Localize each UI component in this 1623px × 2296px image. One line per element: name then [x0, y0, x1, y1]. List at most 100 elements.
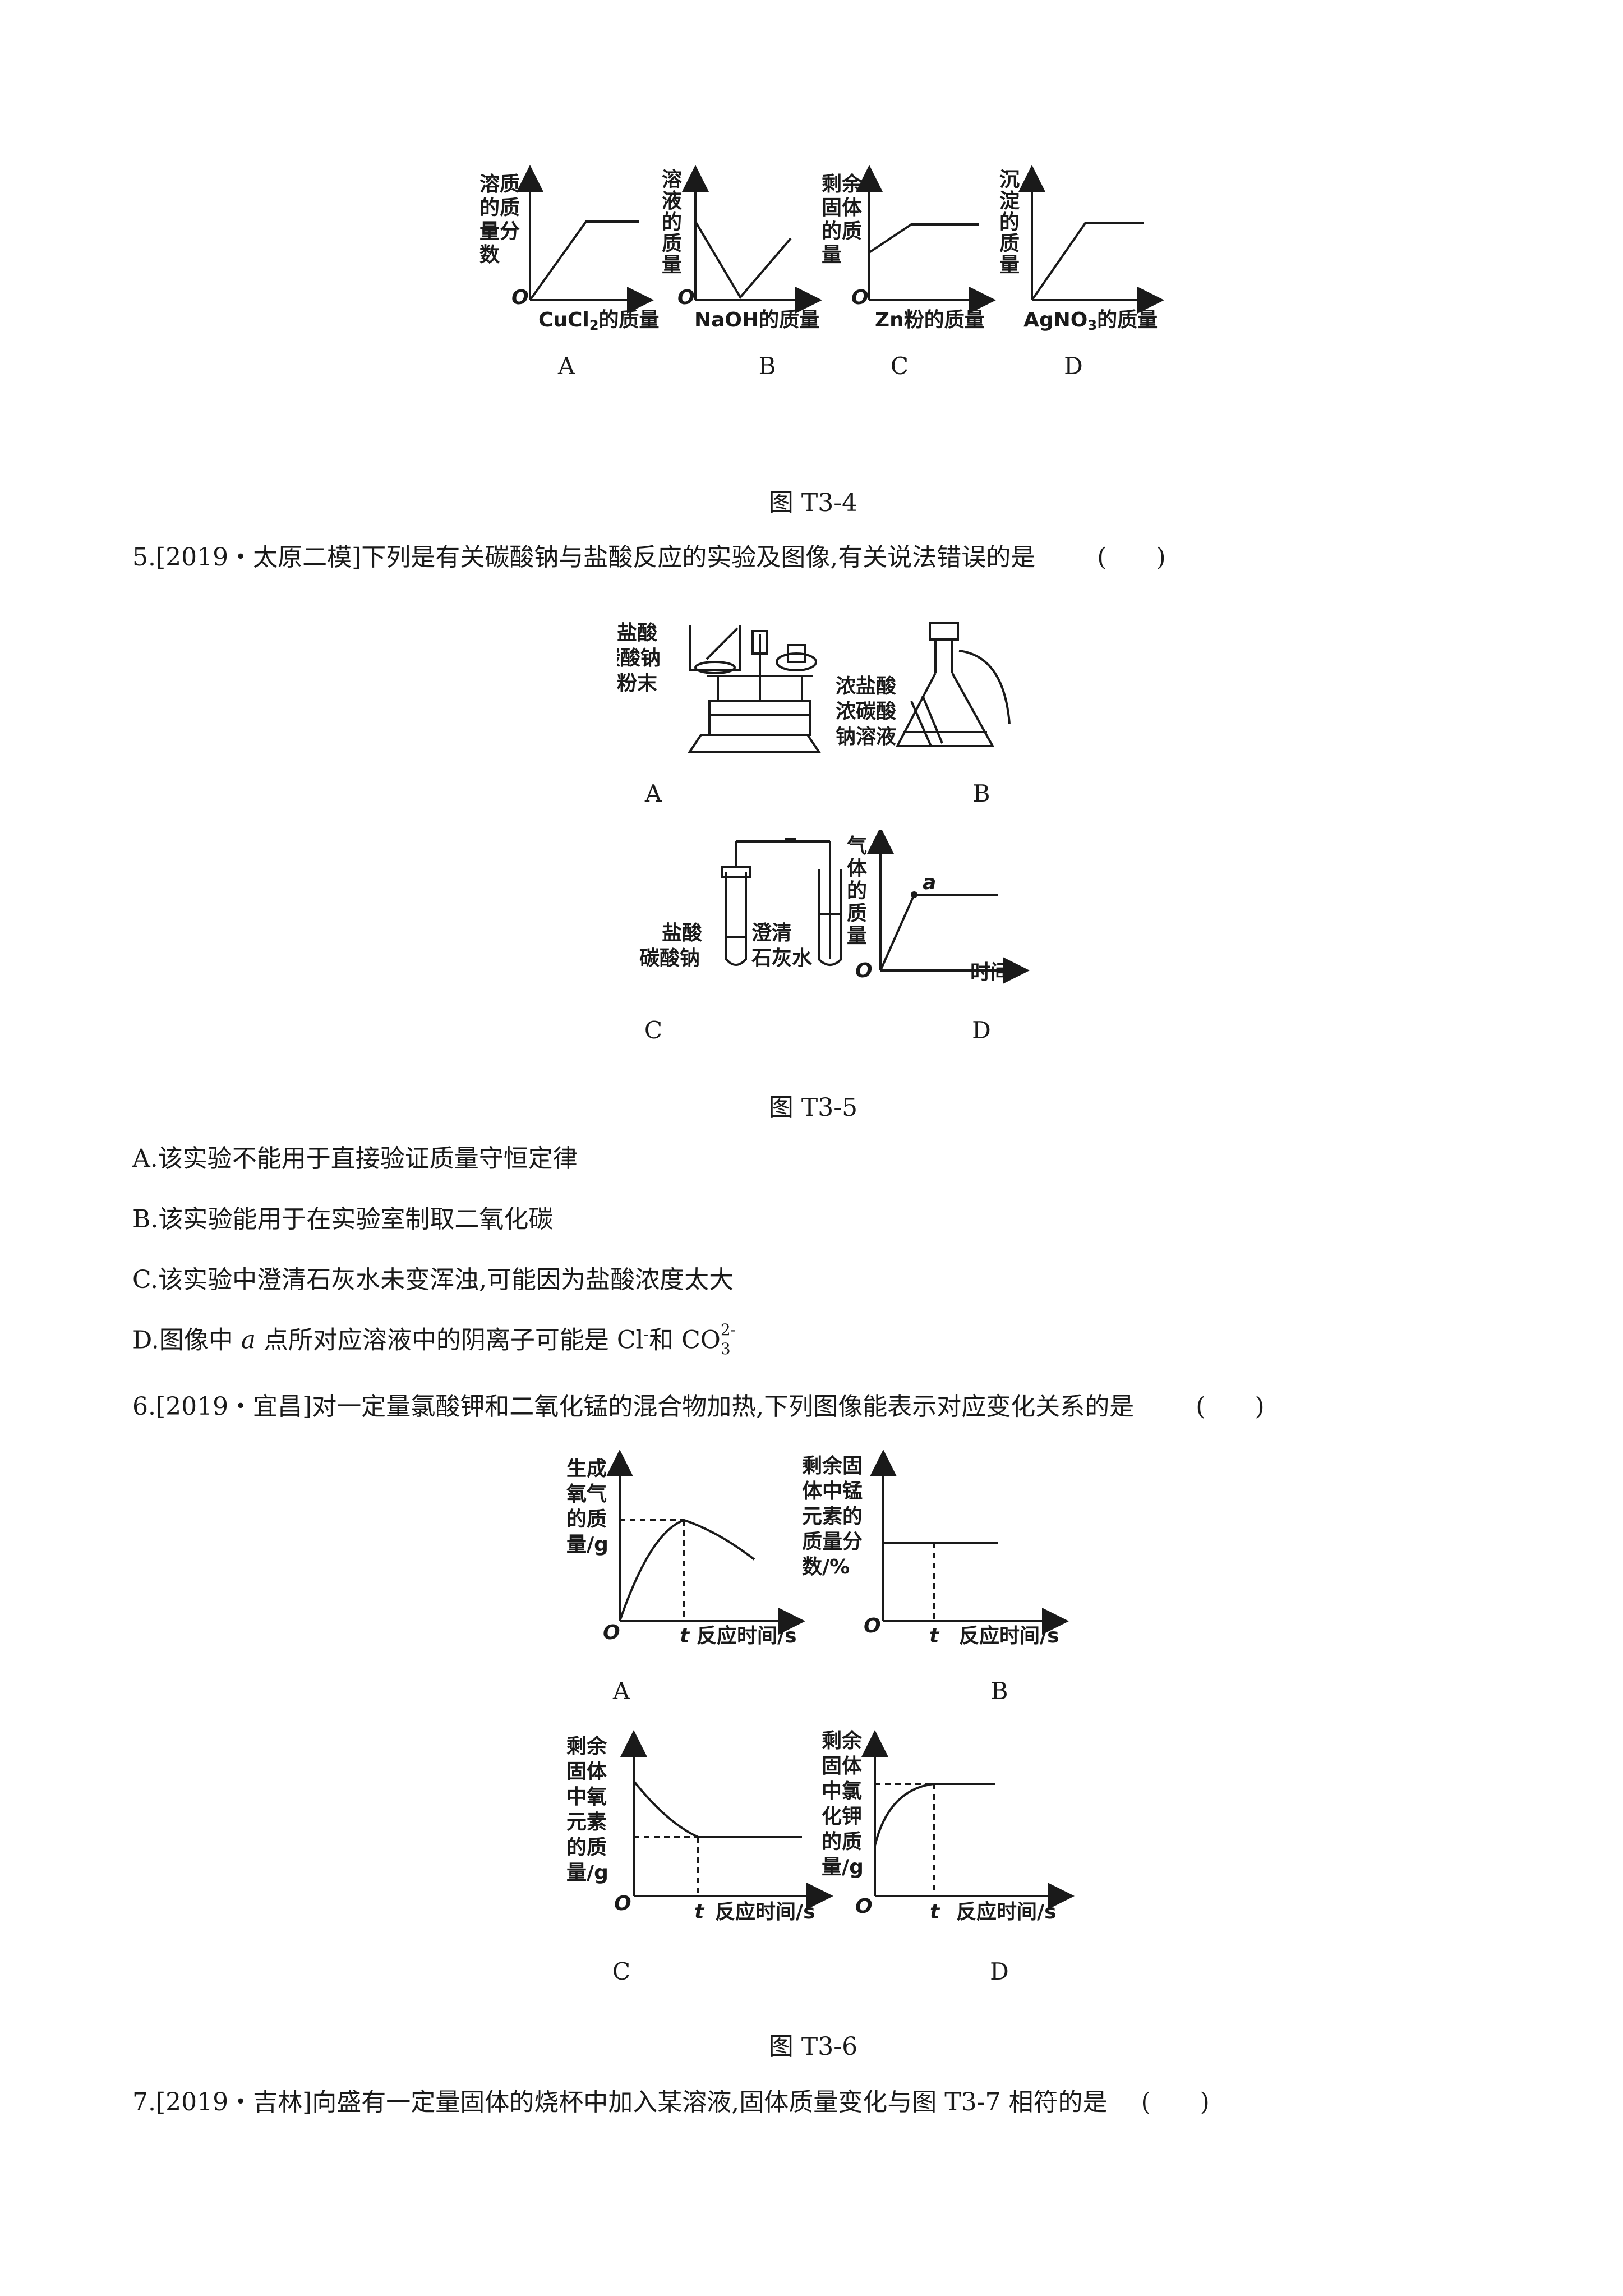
fig4-a-ylabel-1: 溶质 [479, 173, 520, 196]
fig5d-xlabel: 时间 [970, 961, 1011, 984]
fig4-d-xlabel: AgNO3的质量 [1023, 309, 1158, 333]
fig4-d-ylabel-5: 量 [999, 254, 1020, 277]
fig6d-ylabel-6: 量/g [822, 1856, 864, 1879]
question-6-stem: 6.[2019・宜昌]对一定量氯酸钾和二氧化锰的混合物加热,下列图像能表示对应变… [132, 1392, 1265, 1421]
fig5-letter-d: D [972, 1016, 991, 1044]
fig5d-ylabel-5: 量 [847, 924, 867, 947]
fig4-a-ylabel-3: 量分 [479, 220, 520, 243]
fig6c-origin: O [614, 1892, 631, 1915]
fig4-d-ylabel-2: 淀 [999, 190, 1020, 213]
fig4-letter-c: C [890, 352, 909, 380]
figure-caption-t3-6: 图 T3-6 [768, 2032, 858, 2061]
fig6a-ylabel-2: 氧气 [566, 1483, 607, 1506]
fig6-letter-a: A [612, 1677, 630, 1705]
fig6d-origin: O [855, 1895, 873, 1918]
fig5-letter-c: C [644, 1016, 663, 1044]
fig6c-ylabel-6: 量/g [566, 1861, 608, 1884]
fig4-c-ylabel-4: 量 [822, 243, 842, 266]
fig5d-ylabel-4: 质 [847, 902, 867, 925]
fig5d-point-label: a [923, 871, 936, 894]
fig5c-label-limewater: 石灰水 [751, 947, 813, 970]
fig6d-ylabel-2: 固体 [822, 1755, 862, 1778]
fig4-c-ylabel-1: 剩余 [822, 172, 863, 196]
fig4-d-ylabel-1: 沉 [999, 168, 1020, 191]
q5-option-c: C.该实验中澄清石灰水未变浑浊,可能因为盐酸浓度太大 [132, 1266, 734, 1294]
fig4-a-xlabel: CuCl2的质量 [538, 309, 660, 333]
fig4-d-ylabel-3: 的 [999, 211, 1020, 234]
fig4-b-xlabel: NaOH的质量 [694, 309, 819, 332]
fig5c-label-hcl: 盐酸 [662, 922, 702, 945]
fig6d-t: t [930, 1901, 940, 1924]
fig6a-t: t [680, 1625, 690, 1648]
fig4-letter-d: D [1064, 352, 1083, 380]
fig4-a-ylabel-2: 的质 [479, 196, 520, 219]
q5-option-b: B.该实验能用于在实验室制取二氧化碳 [132, 1205, 554, 1234]
fig6c-ylabel-2: 固体 [566, 1760, 607, 1783]
fig6a-xlabel: 反应时间/s [697, 1625, 797, 1648]
fig5d-ylabel-2: 体 [847, 857, 867, 880]
q5-option-a: A.该实验不能用于直接验证质量守恒定律 [132, 1144, 578, 1173]
fig4-c-xlabel: Zn粉的质量 [875, 309, 985, 332]
figure-t3-6-cd: 剩余 固体 中氧 元素 的质 量/g O t 反应时间/s 剩余 固体 中氯 化… [566, 1729, 1075, 1924]
fig5a-label-powder: 粉末 [617, 672, 657, 695]
fig5b-label-conc-hcl: 浓盐酸 [836, 675, 896, 698]
fig6c-ylabel-4: 元素 [566, 1811, 607, 1834]
fig6-letter-b: B [990, 1677, 1008, 1705]
fig5d-ylabel-1: 气 [847, 835, 867, 858]
fig6b-ylabel-2: 体中锰 [802, 1480, 863, 1503]
fig4-d-ylabel-4: 质 [999, 232, 1020, 255]
figure-caption-t3-4: 图 T3-4 [768, 489, 858, 517]
fig6a-ylabel-3: 的质 [566, 1508, 607, 1531]
fig4-letter-b: B [758, 352, 776, 380]
fig5d-origin: O [855, 959, 873, 982]
fig6b-ylabel-5: 数/% [802, 1556, 850, 1579]
fig5c-label-na2co3: 碳酸钠 [639, 947, 700, 970]
fig6b-xlabel: 反应时间/s [959, 1625, 1059, 1648]
fig5-letter-a: A [644, 780, 662, 807]
fig4-b-ylabel-1: 溶 [662, 168, 682, 191]
figure-t3-6-ab: 生成 氧气 的质 量/g O t 反应时间/s 剩余固 体中锰 元素的 质量分 … [566, 1450, 1069, 1648]
fig4-b-ylabel-3: 的 [662, 211, 682, 234]
fig5d-ylabel-3: 的 [847, 880, 867, 903]
fig5b-label-solution: 钠溶液 [836, 725, 896, 748]
fig6c-ylabel-5: 的质 [566, 1836, 607, 1859]
fig6c-xlabel: 反应时间/s [715, 1901, 815, 1924]
fig6-letter-c: C [612, 1958, 631, 1985]
fig6d-ylabel-3: 中氯 [822, 1780, 862, 1803]
figure-t3-5-ab: 盐酸 碳酸钠 粉末 浓盐酸 浓碳酸 钠溶液 [617, 622, 1011, 753]
fig6c-t: t [694, 1901, 705, 1924]
fig4-b-origin: O [677, 286, 695, 309]
fig4-c-ylabel-2: 固体 [822, 196, 862, 219]
fig6c-ylabel-3: 中氧 [566, 1786, 607, 1809]
fig4-b-ylabel-2: 液 [662, 190, 682, 213]
fig6d-ylabel-1: 剩余 [822, 1729, 863, 1752]
fig5b-label-conc-na2co3: 浓碳酸 [836, 700, 896, 723]
fig4-a-ylabel-4: 数 [479, 243, 500, 266]
fig6d-xlabel: 反应时间/s [956, 1901, 1057, 1924]
fig6b-ylabel-3: 元素的 [802, 1505, 863, 1528]
question-7-stem: 7.[2019・吉林]向盛有一定量固体的烧杯中加入某溶液,固体质量变化与图 T3… [132, 2088, 1210, 2116]
fig6c-ylabel-1: 剩余 [566, 1734, 607, 1758]
figure-t3-4: 溶质 的质 量分 数 O CuCl2的质量 溶 液 的 质 量 O NaOH的质… [479, 165, 1164, 333]
fig6a-origin: O [603, 1621, 620, 1644]
fig4-c-ylabel-3: 的质 [822, 220, 862, 243]
fig6-letter-d: D [990, 1958, 1009, 1985]
fig6d-ylabel-4: 化钾 [822, 1805, 862, 1828]
fig6b-ylabel-1: 剩余固 [802, 1454, 863, 1478]
fig6a-ylabel-4: 量/g [566, 1533, 608, 1556]
fig5c-label-clear: 澄清 [751, 922, 792, 945]
fig5-letter-b: B [972, 780, 990, 807]
fig4-b-ylabel-4: 质 [662, 232, 682, 255]
figure-t3-5-cd: 盐酸 碳酸钠 澄清 石灰水 气 体 的 质 量 O a 时间 [639, 830, 1030, 984]
fig6b-t: t [929, 1625, 940, 1648]
fig4-letter-a: A [557, 352, 575, 380]
figure-caption-t3-5: 图 T3-5 [768, 1093, 858, 1122]
fig6b-origin: O [864, 1614, 881, 1637]
fig4-b-ylabel-5: 量 [662, 254, 682, 277]
fig6b-ylabel-4: 质量分 [802, 1530, 863, 1553]
fig6d-ylabel-5: 的质 [822, 1830, 862, 1853]
fig6a-ylabel-1: 生成 [566, 1457, 607, 1480]
fig4-a-origin: O [511, 286, 529, 309]
question-5-stem: 5.[2019・太原二模]下列是有关碳酸钠与盐酸反应的实验及图像,有关说法错误的… [132, 543, 1166, 572]
